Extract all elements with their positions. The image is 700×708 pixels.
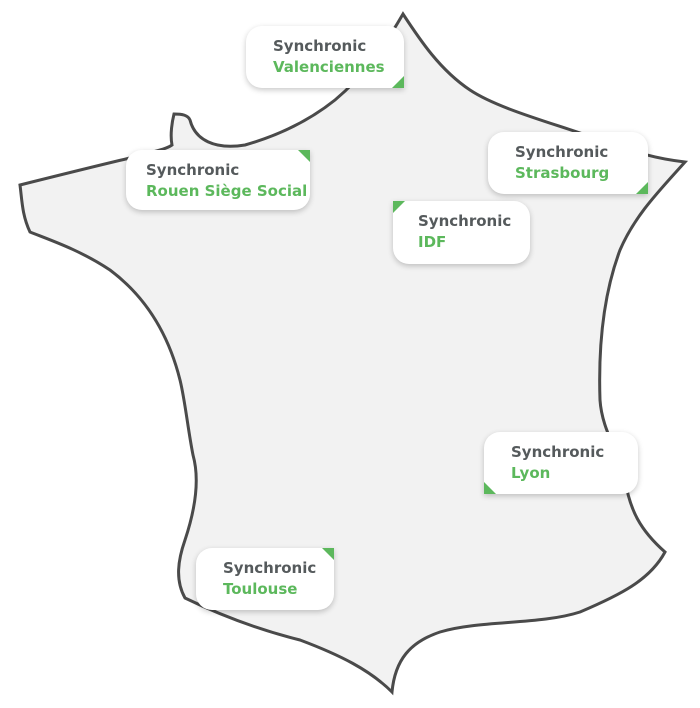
office-card-idf[interactable]: Synchronic IDF — [393, 201, 530, 264]
company-name: Synchronic — [515, 143, 609, 161]
corner-marker-icon — [322, 548, 334, 560]
office-city: Lyon — [511, 464, 551, 482]
office-card-rouen[interactable]: Synchronic Rouen Siège Social — [126, 150, 310, 210]
corner-marker-icon — [392, 76, 404, 88]
company-name: Synchronic — [511, 443, 605, 461]
corner-marker-icon — [393, 201, 405, 213]
office-city: IDF — [418, 233, 447, 251]
corner-marker-icon — [298, 150, 310, 162]
corner-marker-icon — [636, 182, 648, 194]
company-name: Synchronic — [223, 559, 317, 577]
office-city: Valenciennes — [273, 58, 385, 76]
office-city: Toulouse — [223, 580, 298, 598]
corner-marker-icon — [484, 482, 496, 494]
company-name: Synchronic — [273, 37, 367, 55]
office-card-valenciennes[interactable]: Synchronic Valenciennes — [246, 26, 404, 88]
office-city: Rouen Siège Social — [146, 182, 308, 200]
office-card-strasbourg[interactable]: Synchronic Strasbourg — [488, 132, 648, 194]
office-city: Strasbourg — [515, 164, 610, 182]
office-card-lyon[interactable]: Synchronic Lyon — [484, 432, 638, 494]
office-card-toulouse[interactable]: Synchronic Toulouse — [196, 548, 334, 610]
company-name: Synchronic — [418, 212, 512, 230]
company-name: Synchronic — [146, 161, 240, 179]
